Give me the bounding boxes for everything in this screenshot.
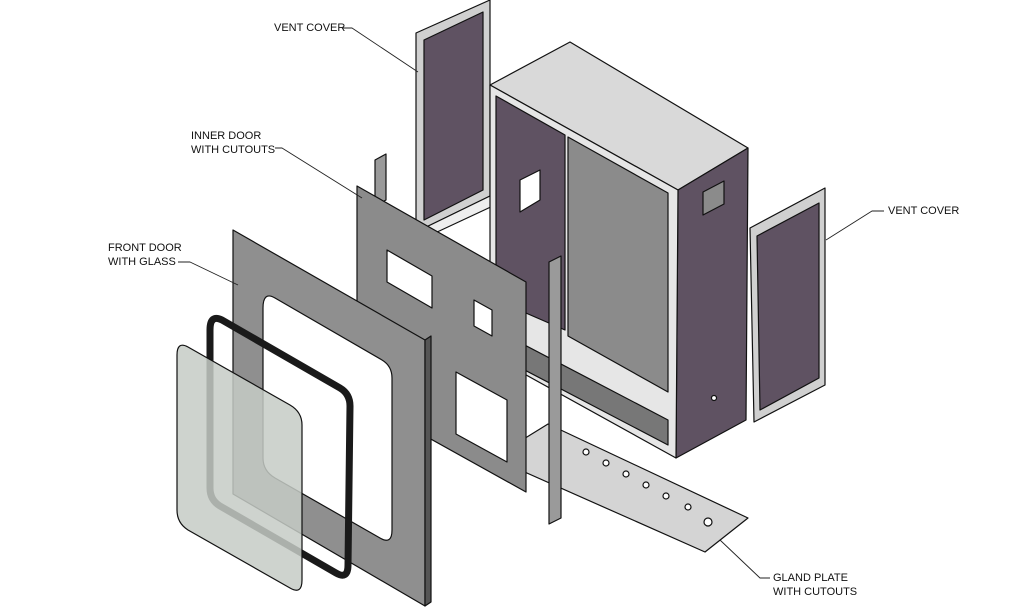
leader-lines [178,27,884,579]
label-gland-plate-line1: GLAND PLATE [773,572,848,584]
label-gland-plate: GLAND PLATE WITH CUTOUTS [773,571,857,599]
label-inner-door: INNER DOOR WITH CUTOUTS [191,129,275,157]
vent-cover-left [415,0,496,241]
label-front-door-line2: WITH GLASS [108,256,176,268]
enclosure-body [489,41,749,459]
vent-cover-right [749,187,826,423]
label-front-door: FRONT DOOR WITH GLASS [108,241,182,269]
door-gasket [206,314,354,579]
label-gland-plate-line2: WITH CUTOUTS [773,586,858,598]
label-inner-door-line2: WITH CUTOUTS [191,144,276,156]
hinge-strip [374,153,562,525]
gland-plate [492,423,749,553]
label-vent-cover-right: VENT COVER [888,205,960,217]
label-vent-cover-left: VENT COVER [274,22,346,34]
label-inner-door-line1: INNER DOOR [191,130,262,142]
glass-panel [176,344,303,591]
label-front-door-line1: FRONT DOOR [108,242,182,254]
